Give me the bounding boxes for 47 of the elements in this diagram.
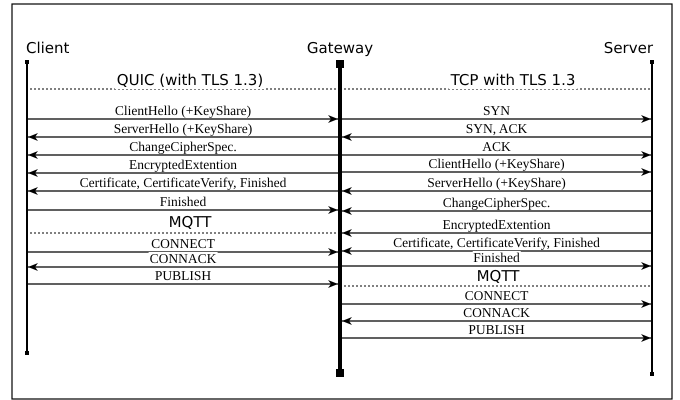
message-arrow — [342, 300, 651, 308]
message-label: ChangeCipherSpec. — [442, 196, 552, 210]
message-label: Finished — [158, 195, 208, 209]
message-arrow — [342, 187, 651, 195]
message-arrow — [28, 169, 338, 177]
message-label: CONNACK — [462, 306, 531, 320]
message-arrow — [342, 317, 651, 325]
message-arrow — [28, 263, 338, 271]
message-label: ChangeCipherSpec. — [128, 140, 238, 154]
message-label: ACK — [481, 140, 512, 154]
message-label: EncryptedExtention — [442, 218, 552, 232]
participant-name: Client — [26, 39, 70, 57]
message-label: CONNECT — [464, 289, 530, 303]
message-label: ClientHello (+KeyShare) — [427, 157, 566, 171]
message-arrow — [28, 248, 338, 256]
message-label: PUBLISH — [154, 269, 212, 283]
participant-name: Server — [604, 39, 653, 57]
message-arrow — [342, 168, 651, 176]
message-arrow — [342, 262, 651, 270]
message-arrow — [342, 334, 651, 342]
message-arrow — [28, 115, 338, 123]
message-arrow — [342, 247, 651, 255]
message-arrow — [28, 133, 338, 141]
message-arrow — [28, 187, 338, 195]
message-label: ServerHello (+KeyShare) — [426, 176, 567, 190]
message-label: SYN, ACK — [464, 122, 528, 136]
message-arrow — [28, 151, 338, 159]
message-label: Finished — [472, 251, 521, 265]
message-label: PUBLISH — [467, 323, 526, 337]
message-arrow — [28, 206, 338, 214]
section-heading: QUIC (with TLS 1.3) — [114, 72, 266, 89]
message-label: CONNECT — [150, 237, 216, 251]
participant-name: Gateway — [306, 39, 374, 57]
message-label: SYN — [482, 104, 511, 118]
message-arrow — [342, 229, 651, 237]
message-arrow — [342, 207, 651, 215]
message-arrow — [342, 133, 651, 141]
message-arrow — [342, 115, 651, 123]
message-label: ServerHello (+KeyShare) — [112, 122, 254, 136]
message-label: EncryptedExtention — [128, 158, 238, 172]
message-label: CONNACK — [148, 252, 218, 266]
message-arrow — [342, 151, 651, 159]
message-label: Certificate, CertificateVerify, Finished — [392, 236, 601, 250]
section-heading: TCP with TLS 1.3 — [448, 72, 578, 89]
message-arrow — [28, 280, 338, 288]
message-label: Certificate, CertificateVerify, Finished — [78, 176, 288, 190]
message-label: ClientHello (+KeyShare) — [114, 104, 252, 118]
